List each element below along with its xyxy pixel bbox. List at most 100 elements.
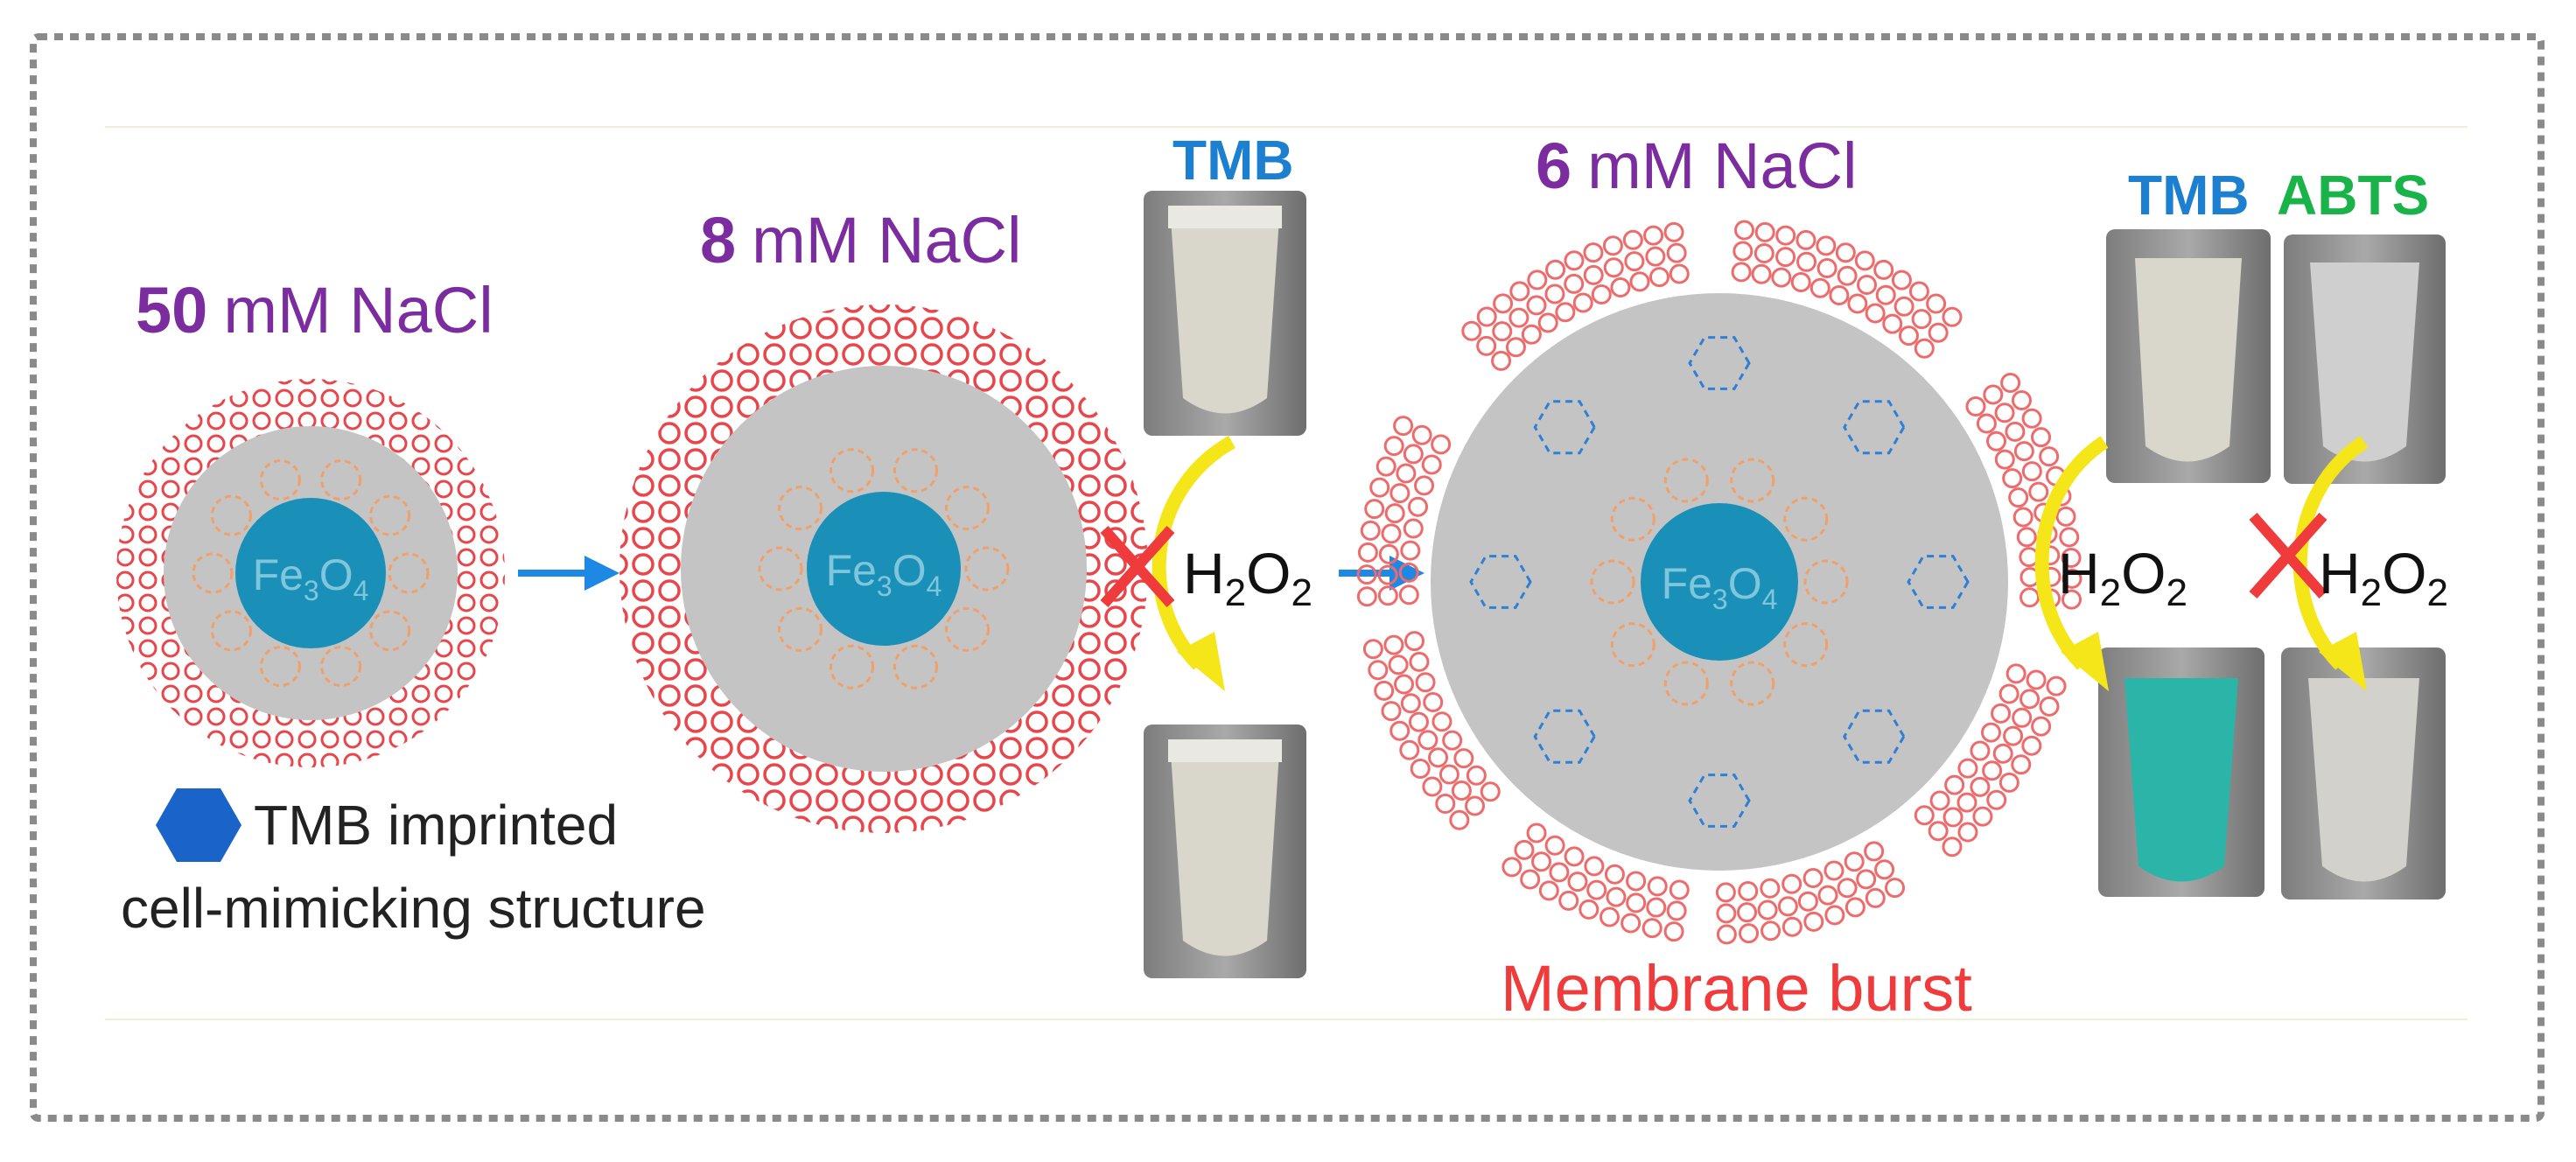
membrane-fragment: [1432, 711, 1452, 732]
membrane-fragment: [1882, 313, 1903, 334]
imprint-site: [964, 546, 1010, 592]
membrane-fragment: [1738, 880, 1759, 901]
particle-medium: Fe3O4: [620, 304, 1148, 833]
fe3o4-core: [1641, 503, 1798, 661]
imprint-site: [210, 610, 252, 652]
membrane-fragment: [2005, 421, 2026, 442]
imprint-site: [1803, 559, 1849, 605]
membrane-fragment: [1505, 337, 1526, 358]
membrane-fragment: [1377, 585, 1398, 606]
imprint-site: [1663, 458, 1709, 503]
membrane-fragment: [1360, 520, 1381, 541]
membrane-fragment: [1928, 322, 1949, 343]
membrane-fragment: [2039, 696, 2060, 717]
membrane-fragment: [1374, 680, 1395, 701]
membrane-fragment: [1514, 839, 1535, 860]
membrane-fragment: [1602, 235, 1623, 256]
tmb-cavity: [1843, 400, 1906, 455]
membrane-fragment: [1754, 221, 1775, 242]
membrane-fragment: [1751, 263, 1772, 284]
membrane-fragment: [1466, 765, 1487, 786]
stage-3-unit: mM NaCl: [1587, 130, 1857, 202]
imprint-site: [192, 552, 234, 594]
membrane-fragment: [1796, 229, 1816, 250]
membrane-fragment: [1410, 758, 1431, 779]
membrane-fragment: [1885, 878, 1906, 899]
membrane-fragment: [1980, 722, 2001, 743]
membrane-fragment: [1509, 281, 1530, 302]
membrane-fragment: [1992, 743, 2013, 764]
membrane-fragment: [1591, 284, 1612, 305]
membrane-fragment: [1716, 903, 1737, 924]
membrane-fragment: [1364, 499, 1385, 520]
membrane-fragment: [1586, 879, 1607, 900]
yellow-arrow-3-head: [2319, 632, 2367, 691]
membrane-fragment: [2061, 589, 2082, 610]
membrane-fragment: [1998, 772, 2020, 793]
membrane-fragment: [2006, 663, 2026, 684]
tmb-cavity: [1533, 400, 1596, 455]
membrane-fragment: [1480, 781, 1501, 802]
membrane-fragment: [2028, 481, 2049, 502]
membrane-fragment: [1986, 430, 2007, 452]
membrane-fragment: [2011, 754, 2032, 775]
membrane-fragment: [1737, 902, 1758, 923]
membrane-fragment: [1957, 758, 1978, 779]
tube-tmb-after-2: [2098, 648, 2264, 897]
membrane-fragment: [1970, 740, 1991, 761]
membrane-fragment: [1994, 449, 2015, 470]
membrane-fragment: [1538, 880, 1559, 901]
membrane-fragment: [1610, 276, 1631, 298]
membrane-fragment: [1911, 309, 1932, 330]
membrane-fragment: [1648, 267, 1670, 288]
membrane-fragment: [1810, 277, 1830, 298]
imprint-site: [758, 546, 803, 592]
membrane-fragment: [1620, 913, 1642, 934]
red-cross-1: [1100, 526, 1175, 607]
membrane-fragment: [2031, 716, 2052, 737]
membrane-fragment: [1408, 496, 1429, 517]
membrane-fragment: [1578, 899, 1600, 920]
membrane-fragment: [2021, 461, 2042, 482]
imprint-site: [369, 610, 411, 652]
membrane-fragment: [1394, 674, 1415, 695]
membrane-fragment: [1421, 454, 1442, 475]
membrane-fragment: [1782, 873, 1802, 894]
membrane-fragment: [1942, 836, 1963, 858]
imprint-site: [259, 458, 301, 500]
membrane-fragment: [1983, 384, 2004, 405]
membrane-fragment: [2020, 689, 2040, 710]
membrane-fragment: [1545, 259, 1566, 280]
membrane-fragment: [1929, 790, 1950, 811]
membrane-fragment: [1856, 869, 1877, 890]
membrane-fragment: [1564, 846, 1585, 867]
tmb-cavity: [1688, 774, 1751, 828]
membrane-fragment: [1422, 776, 1443, 797]
tmb-cavity: [1907, 555, 1970, 609]
membrane-fragment: [1874, 859, 1895, 880]
membrane-fragment: [1994, 402, 2015, 424]
membrane-fragment: [1731, 262, 1752, 283]
membrane-fragment: [1583, 264, 1604, 285]
membrane-fragment: [1797, 891, 1818, 912]
membrane-fragment: [1732, 241, 1754, 262]
legend: TMB imprinted cell-mimicking structure: [121, 788, 706, 940]
membrane-fragment: [1384, 503, 1405, 524]
membrane-fragment: [1942, 306, 1963, 327]
membrane-fragment: [2031, 427, 2052, 448]
imprint-site: [830, 448, 875, 494]
tube-tmb-before-2: [2106, 229, 2271, 483]
membrane-fragment: [1508, 307, 1530, 328]
membrane-fragment: [1775, 247, 1796, 268]
membrane-fragment: [1396, 463, 1417, 484]
membrane-fragment: [1558, 890, 1579, 911]
membrane-fragment: [1998, 683, 2020, 704]
membrane-fragment: [1914, 338, 1935, 359]
membrane-fragment: [1583, 242, 1604, 263]
membrane-fragment: [1642, 918, 1662, 939]
imprint-site: [892, 644, 938, 690]
membrane-fragment: [1521, 324, 1542, 345]
membrane-fragment: [1754, 242, 1774, 263]
